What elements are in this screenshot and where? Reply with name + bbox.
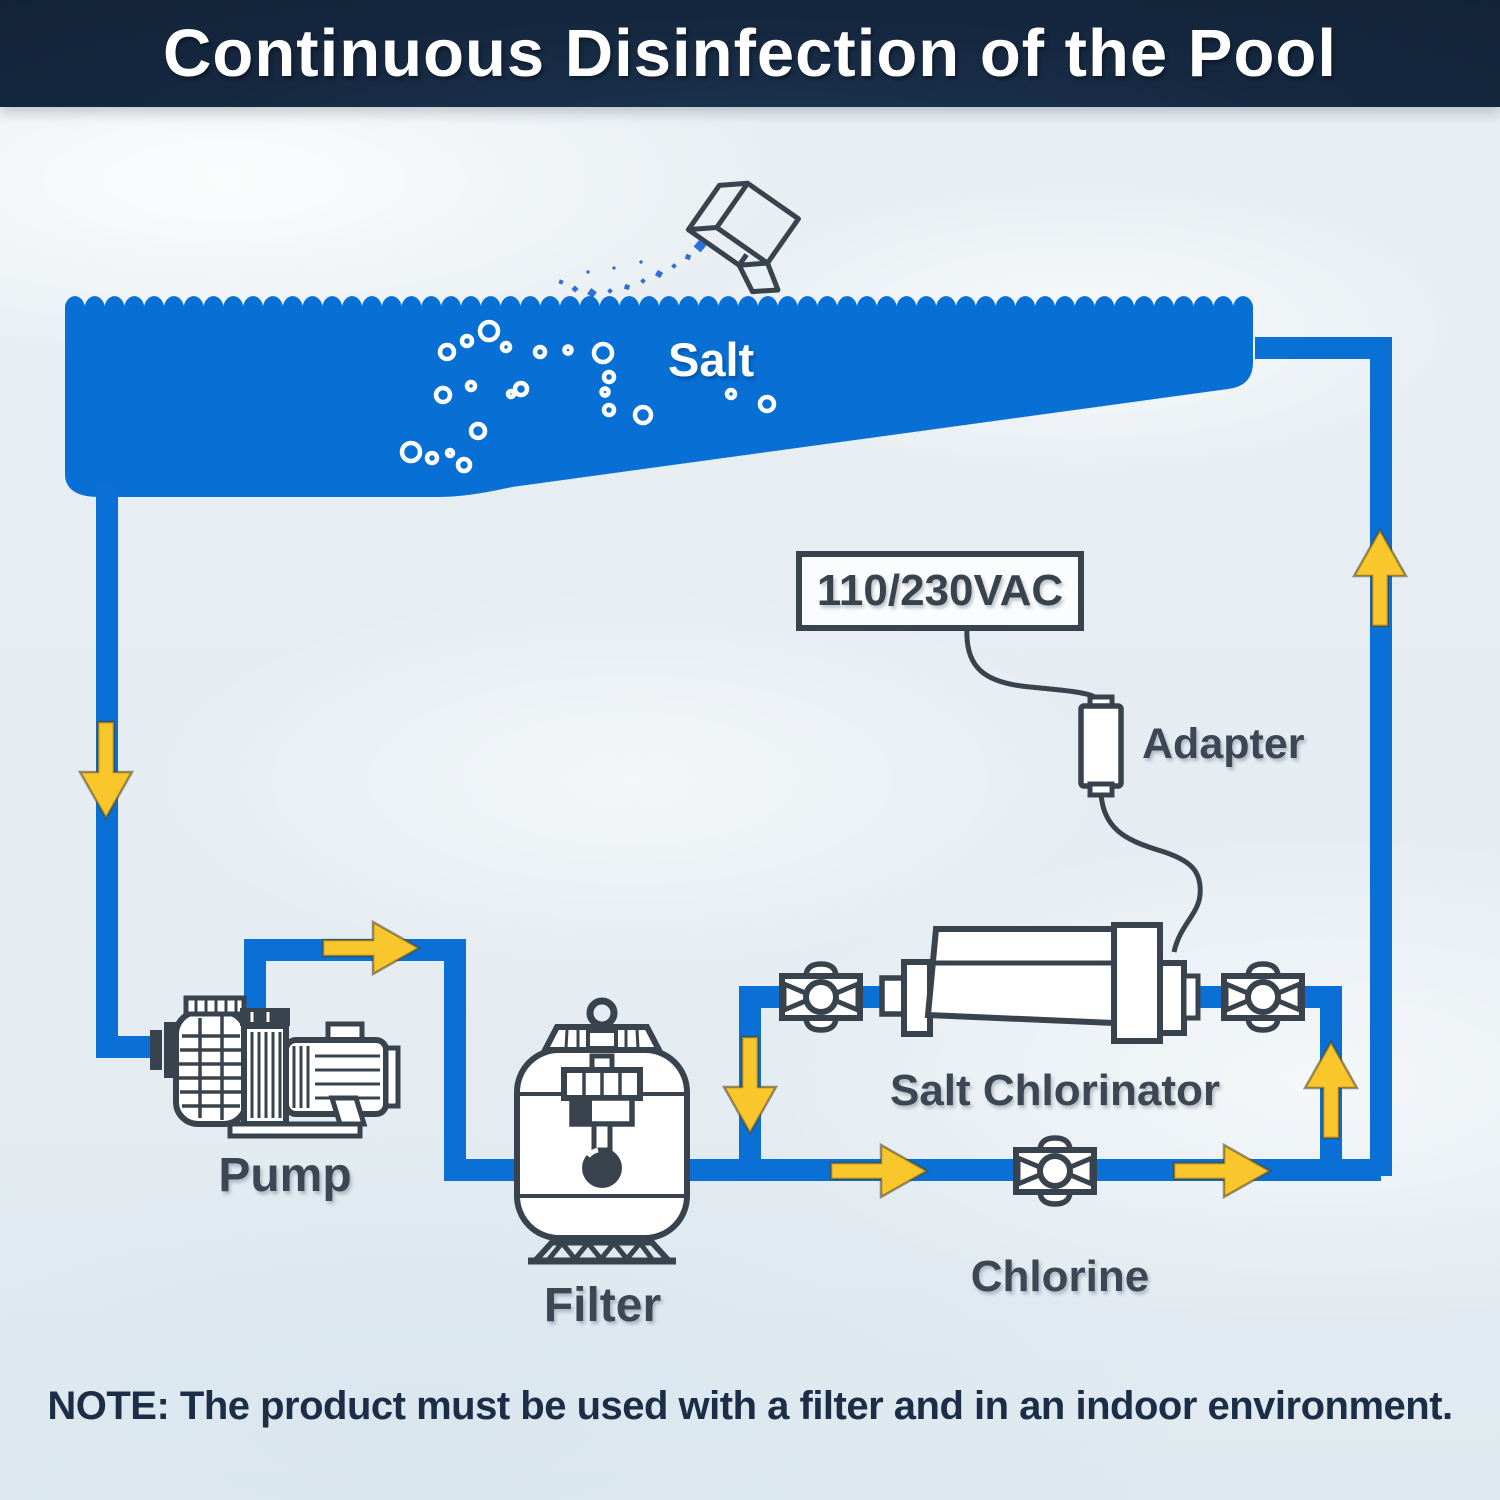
power-cable-lower — [1098, 792, 1203, 953]
valve-icon-inlet — [782, 964, 860, 1030]
salt-box-icon — [685, 180, 801, 295]
flow-arrow-up-branch — [1303, 1040, 1359, 1140]
chlorinator-icon — [879, 922, 1201, 1044]
adapter-icon — [1078, 694, 1124, 798]
power-source-box — [796, 551, 1084, 631]
pump-label: Pump — [218, 1149, 352, 1202]
header-bar: Continuous Disinfection of the Pool — [0, 0, 1500, 107]
flow-arrow-right-pump-line — [321, 920, 421, 976]
chlorinator-label: Salt Chlorinator — [889, 1066, 1221, 1115]
pipe-return-to-pool — [1255, 337, 1392, 1176]
adapter-label: Adapter — [1142, 720, 1305, 768]
power-source-label: 110/230VAC — [816, 566, 1064, 615]
filter-icon — [514, 997, 690, 1265]
pool-shape — [65, 296, 1254, 497]
flow-arrow-right-bottom-line-2 — [1172, 1143, 1272, 1199]
power-cable-upper — [964, 627, 1103, 703]
flow-arrow-up-return-pipe — [1352, 528, 1408, 628]
pool-bubbles — [399, 319, 777, 474]
chlorine-label: Chlorine — [970, 1252, 1150, 1301]
salt-particles — [558, 239, 707, 298]
valve-icon-outlet — [1224, 964, 1302, 1030]
pipe-pump-to-filter-and-bottom-line — [244, 939, 1381, 1181]
footer-note: NOTE: The product must be used with a fi… — [47, 1384, 1453, 1428]
page-title: Continuous Disinfection of the Pool — [163, 16, 1337, 91]
flow-arrow-right-bottom-line-1 — [829, 1143, 929, 1199]
flow-arrow-down-left-pipe — [78, 720, 134, 820]
filter-label: Filter — [543, 1279, 662, 1332]
pipe-pool-to-pump — [96, 482, 158, 1058]
valve-icon-bottom — [1016, 1138, 1094, 1204]
salt-label: Salt — [668, 333, 755, 386]
flow-arrow-down-branch-tee — [722, 1035, 778, 1135]
pump-icon — [150, 995, 401, 1139]
